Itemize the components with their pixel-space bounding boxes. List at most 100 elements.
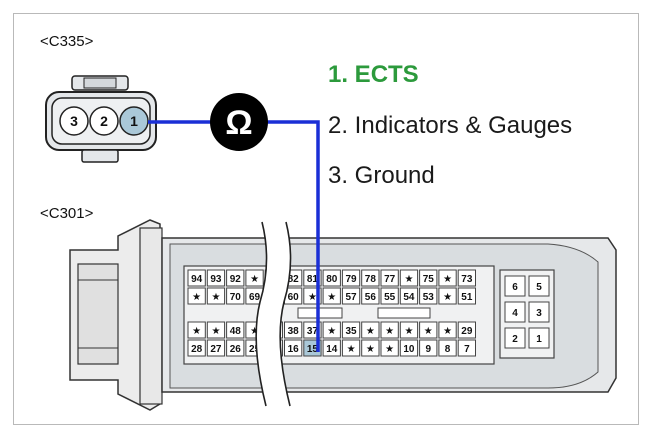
c301-pin: ★ <box>380 321 399 339</box>
c301-pin: 57 <box>341 287 361 305</box>
c301-side-pin: 4 <box>504 301 526 323</box>
svg-text:2: 2 <box>512 334 518 345</box>
svg-text:★: ★ <box>327 292 336 303</box>
svg-text:★: ★ <box>424 326 433 337</box>
c301-pin: 54 <box>399 287 419 305</box>
svg-text:35: 35 <box>345 326 357 337</box>
svg-text:10: 10 <box>403 344 415 355</box>
svg-text:★: ★ <box>404 326 413 337</box>
c301-pin: 27 <box>206 339 226 357</box>
c301-pin: ★ <box>187 321 206 339</box>
svg-text:★: ★ <box>250 274 259 285</box>
c301-pin: 7 <box>457 339 477 357</box>
c301-pin: 53 <box>419 287 438 305</box>
svg-text:★: ★ <box>211 326 220 337</box>
c301-pin: ★ <box>438 321 457 339</box>
svg-text:54: 54 <box>403 292 415 303</box>
c301-pin: 9 <box>419 339 438 357</box>
c301-pin: ★ <box>187 287 206 305</box>
svg-text:27: 27 <box>210 344 222 355</box>
c301-pin: 93 <box>206 269 226 287</box>
svg-text:★: ★ <box>211 292 220 303</box>
svg-text:3: 3 <box>70 113 78 129</box>
c301-side-pin: 5 <box>528 275 550 297</box>
svg-text:4: 4 <box>512 308 518 319</box>
c301-pin: ★ <box>361 321 380 339</box>
c301-side-pin: 6 <box>504 275 526 297</box>
svg-text:93: 93 <box>210 274 222 285</box>
svg-text:26: 26 <box>230 344 242 355</box>
svg-text:25: 25 <box>249 344 261 355</box>
c301-pin: ★ <box>341 339 361 357</box>
c301-pin: ★ <box>438 269 457 287</box>
c301-pin: ★ <box>322 287 341 305</box>
c301-pin: ★ <box>245 269 264 287</box>
svg-text:8: 8 <box>445 344 451 355</box>
svg-text:77: 77 <box>384 274 396 285</box>
c301-pin-grid: 949392★★828180797877★75★73★★7069★60★★575… <box>187 269 477 357</box>
c301-pin: 94 <box>187 269 206 287</box>
svg-text:55: 55 <box>384 292 396 303</box>
c301-pin: 14 <box>322 339 341 357</box>
svg-text:60: 60 <box>288 292 300 303</box>
svg-text:★: ★ <box>404 274 413 285</box>
c301-pin: 75 <box>419 269 438 287</box>
svg-text:51: 51 <box>461 292 473 303</box>
c301-pin: 73 <box>457 269 477 287</box>
c301-pin: 77 <box>380 269 399 287</box>
svg-text:28: 28 <box>191 344 203 355</box>
svg-text:★: ★ <box>192 292 201 303</box>
ohmmeter-icon: Ω <box>210 93 268 151</box>
legend-item-1: 1. ECTS <box>328 61 419 88</box>
svg-text:81: 81 <box>307 274 319 285</box>
c301-pin: ★ <box>380 339 399 357</box>
c301-pin: 56 <box>361 287 380 305</box>
svg-text:16: 16 <box>288 344 300 355</box>
c335-label: <C335> <box>40 33 94 50</box>
c301-pin: 26 <box>226 339 245 357</box>
svg-text:2: 2 <box>100 113 108 129</box>
svg-text:57: 57 <box>345 292 357 303</box>
svg-text:56: 56 <box>365 292 377 303</box>
c301-side-pin: 2 <box>504 327 526 349</box>
c301-pin: ★ <box>399 269 419 287</box>
svg-text:37: 37 <box>307 326 319 337</box>
svg-text:29: 29 <box>461 326 473 337</box>
c301-pin: ★ <box>322 321 341 339</box>
c301-pin: 80 <box>322 269 341 287</box>
c301-pin: ★ <box>419 321 438 339</box>
svg-text:53: 53 <box>423 292 435 303</box>
c301-pin: 92 <box>226 269 245 287</box>
c335-connector: 3 2 1 <box>45 75 157 163</box>
c301-pin: 35 <box>341 321 361 339</box>
break-lines <box>255 221 292 407</box>
c301-pin: 29 <box>457 321 477 339</box>
svg-text:★: ★ <box>443 274 452 285</box>
svg-text:Ω: Ω <box>225 104 252 142</box>
svg-text:9: 9 <box>425 344 431 355</box>
c301-pin: 51 <box>457 287 477 305</box>
svg-text:★: ★ <box>366 326 375 337</box>
c301-pin: 70 <box>226 287 245 305</box>
c301-pin: 16 <box>284 339 303 357</box>
svg-text:1: 1 <box>130 113 138 129</box>
svg-text:★: ★ <box>443 292 452 303</box>
svg-text:75: 75 <box>423 274 435 285</box>
svg-text:★: ★ <box>308 292 317 303</box>
c301-side-pin: 1 <box>528 327 550 349</box>
svg-text:69: 69 <box>249 292 261 303</box>
c301-side-pin: 3 <box>528 301 550 323</box>
svg-text:15: 15 <box>307 344 319 355</box>
svg-text:5: 5 <box>536 282 542 293</box>
svg-text:94: 94 <box>191 274 203 285</box>
svg-text:70: 70 <box>230 292 242 303</box>
c301-pin: ★ <box>206 287 226 305</box>
c335-pin-2: 2 <box>89 106 119 136</box>
svg-text:79: 79 <box>345 274 357 285</box>
c301-pin: ★ <box>206 321 226 339</box>
svg-text:38: 38 <box>288 326 300 337</box>
c301-pin: ★ <box>399 321 419 339</box>
svg-text:7: 7 <box>464 344 470 355</box>
svg-text:★: ★ <box>366 344 375 355</box>
